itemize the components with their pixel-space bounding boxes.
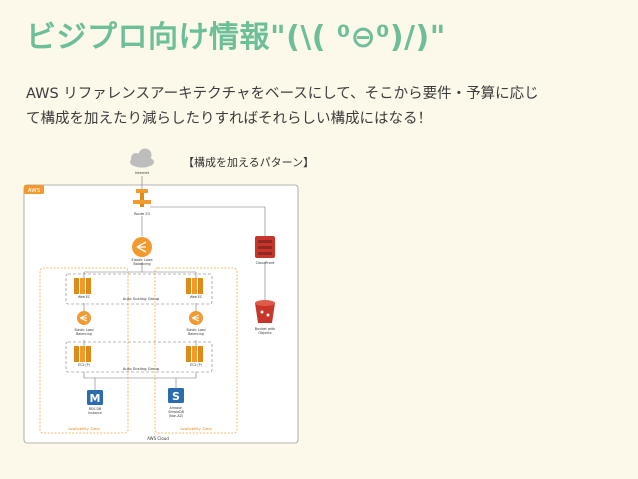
elb-top-icon: [132, 237, 152, 257]
elb-right-label-2: Balancing: [188, 332, 204, 336]
rds-icon: M: [87, 390, 103, 405]
web-ec2-right-label: Web EC: [190, 295, 203, 299]
route53-label: Route 53: [134, 212, 150, 216]
asg-bottom-label: Auto Scaling Group: [123, 366, 160, 371]
elb-top-label-1: Elastic Load: [132, 258, 153, 262]
elb-left-label-1: Elastic Load: [74, 328, 93, 332]
s3-label-1: Bucket with: [255, 327, 276, 331]
app-ec2-left-label: EC2 (P): [78, 363, 90, 367]
body-line-2: て構成を加えたり減らしたりすればそれらしい構成にはなる！: [26, 111, 432, 127]
slide-body: AWS リファレンスアーキテクチャをベースにして、そこから要件・予算に応じ て構…: [26, 82, 626, 132]
az-right-label: Availability Zone: [180, 426, 212, 431]
auto-scaling-group-top: [65, 273, 213, 305]
web-ec2-left-label: Web EC: [78, 295, 91, 299]
az-left-label: Availability Zone: [68, 426, 100, 431]
app-ec2-right-label: EC2 (P): [190, 363, 202, 367]
elb-left-label-2: Balancing: [76, 332, 92, 336]
auto-scaling-group-bottom: [65, 341, 213, 373]
slide-title: ビジプロ向け情報"(\( ⁰⊖⁰)/)": [26, 20, 446, 55]
internet-cloud-icon: [130, 148, 154, 168]
availability-zone-right: [154, 267, 238, 434]
availability-zone-left: [39, 267, 129, 434]
cloudfront-label: CloudFront: [256, 261, 275, 265]
rds-icon-glyph: M: [90, 392, 101, 405]
aws-badge-label: AWS: [28, 188, 41, 194]
s3-bucket-icon: [255, 300, 275, 323]
route53-icon: [133, 189, 151, 207]
elb-right-label-1: Elastic Load: [186, 328, 205, 332]
cloudfront-icon: [255, 236, 275, 258]
simpledb-icon-glyph: S: [172, 390, 180, 403]
elb-top-label-2: Balancing: [133, 262, 150, 266]
simpledb-label-1: Amazon: [170, 406, 183, 410]
aws-cloud-label: AWS Cloud: [147, 436, 169, 441]
web-ec2-right-icon: [186, 278, 203, 294]
asg-top-label: Auto Scaling Group: [123, 296, 160, 301]
internet-label: Internet: [135, 171, 150, 175]
rds-label-1: RDS DB: [89, 407, 101, 411]
aws-cloud-frame: [23, 184, 299, 444]
simpledb-icon: S: [168, 388, 184, 403]
elb-right-icon: [189, 311, 203, 325]
s3-label-2: Objects: [258, 331, 271, 335]
aws-badge: AWS: [24, 185, 44, 194]
simpledb-label-3: (Non-AZ): [169, 414, 183, 418]
body-line-1: AWS リファレンスアーキテクチャをベースにして、そこから要件・予算に応じ: [26, 86, 539, 102]
app-ec2-left-icon: [74, 346, 91, 362]
simpledb-label-2: SimpleDB: [168, 410, 184, 414]
diagram-caption: 【構成を加えるパターン】: [183, 156, 315, 169]
rds-label-2: Instance: [88, 411, 102, 415]
web-ec2-left-icon: [74, 278, 91, 294]
app-ec2-right-icon: [186, 346, 203, 362]
elb-left-icon: [77, 311, 91, 325]
